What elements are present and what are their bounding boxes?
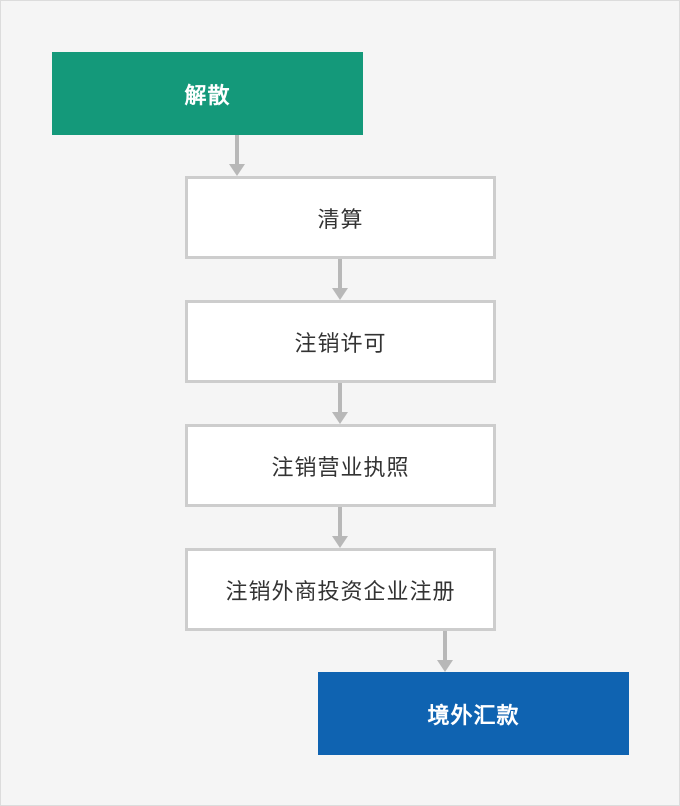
step-cancel-license: 注销许可 [185, 300, 496, 383]
step-dissolution: 解散 [52, 52, 363, 135]
step-cancel-fie-registration: 注销外商投资企业注册 [185, 548, 496, 631]
step-liquidation: 清算 [185, 176, 496, 259]
step-cancel-business-license: 注销营业执照 [185, 424, 496, 507]
step-overseas-remittance: 境外汇款 [318, 672, 629, 755]
